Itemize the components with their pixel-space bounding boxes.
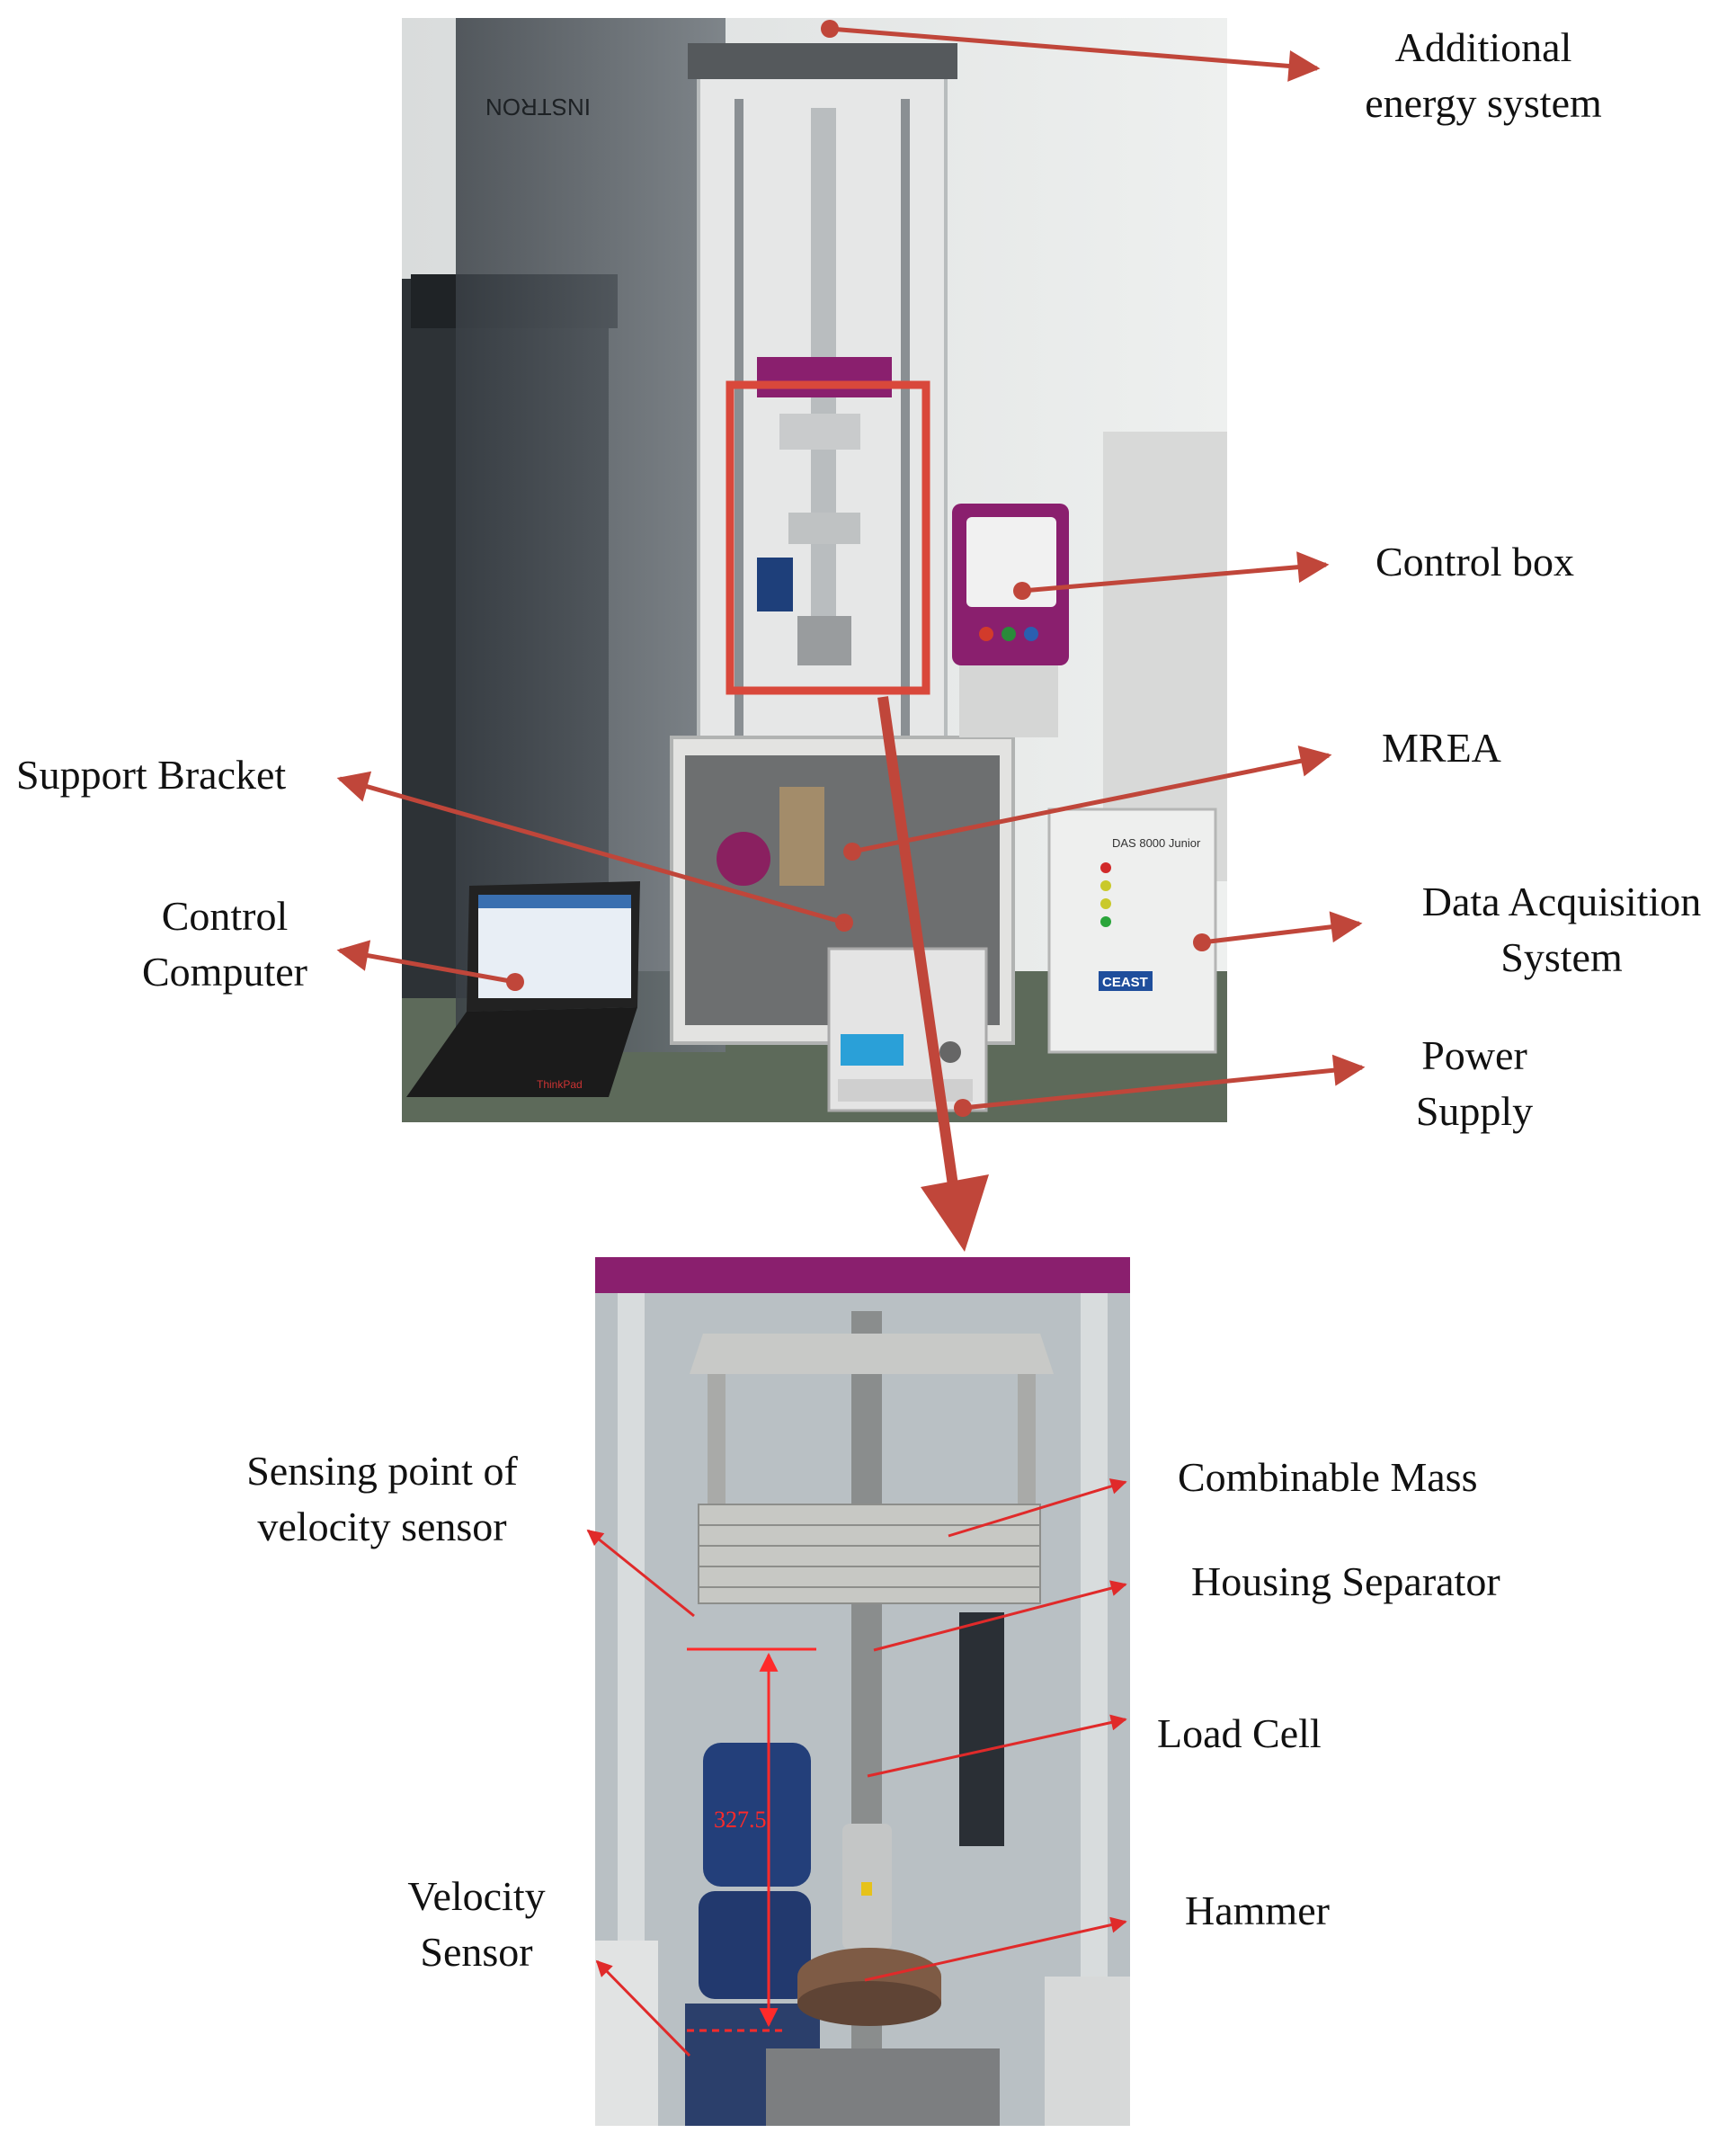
das-device-label: DAS 8000 Junior [1112, 836, 1201, 850]
highlight-box [726, 380, 930, 695]
zoom-arrow-head [921, 1174, 989, 1252]
bottom-purple-bar [595, 1257, 1130, 1293]
arrow-control-box [1021, 551, 1330, 594]
arrow-combinable-mass [948, 1478, 1127, 1538]
arrow-mrea [851, 745, 1332, 854]
label-mrea: MREA [1382, 725, 1501, 771]
instron-logo: INSTRON [485, 94, 591, 120]
arrow-power-supply [962, 1054, 1366, 1111]
laptop-brand: ThinkPad [537, 1078, 583, 1091]
zoom-arrow-shaft [877, 696, 958, 1186]
arrow-velocity-sensor [595, 1959, 691, 2057]
label-power-supply: Power Supply [1415, 1032, 1534, 1134]
arrow-support-bracket [336, 771, 845, 925]
bottom-photo [595, 1257, 1130, 2126]
ceast-logo: CEAST [1102, 975, 1148, 990]
dimension-value: 327.5 [714, 1807, 767, 1833]
purple-crosshead [757, 357, 892, 397]
label-control-box: Control box [1375, 539, 1575, 585]
motor-bottom [699, 1891, 811, 1999]
arrow-control-computer [336, 940, 516, 985]
arrow-data-acquisition [1201, 911, 1363, 945]
label-velocity-sensor: Velocity Sensor [407, 1873, 546, 1975]
label-combinable-mass: Combinable Mass [1178, 1454, 1478, 1500]
arrow-load-cell [867, 1714, 1127, 1778]
das-device [1047, 808, 1217, 1054]
label-sensing-point: Sensing point of velocity sensor [246, 1448, 518, 1549]
arrow-additional-energy [829, 26, 1321, 82]
top-photo: INSTRON DAS 8000 Junior [402, 18, 1227, 1122]
arrow-hammer [864, 1916, 1127, 1982]
label-data-acquisition: Data Acquisition System [1421, 879, 1702, 980]
motor-top [703, 1743, 811, 1887]
label-load-cell: Load Cell [1157, 1710, 1322, 1756]
label-control-computer: Control Computer [142, 893, 307, 995]
arrow-housing-separator [873, 1580, 1127, 1652]
label-support-bracket: Support Bracket [16, 752, 287, 798]
label-additional-energy: Additional energy system [1365, 24, 1602, 126]
arrow-sensing-point [586, 1529, 695, 1618]
label-housing-separator: Housing Separator [1191, 1558, 1500, 1604]
label-hammer: Hammer [1185, 1888, 1330, 1933]
